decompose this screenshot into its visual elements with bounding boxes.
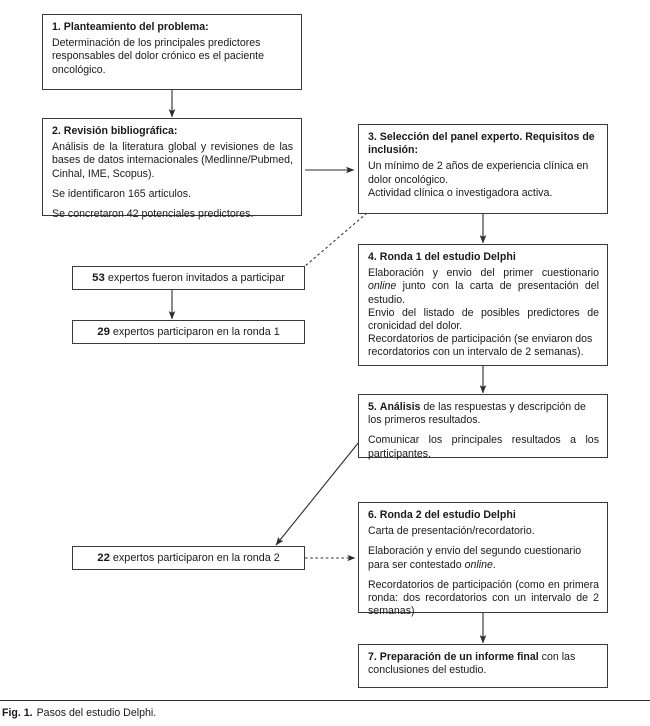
flow-box-step4: 4. Ronda 1 del estudio Delphi Elaboració… [358,244,608,366]
step7-heading: 7. Preparación de un informe final con l… [368,651,576,677]
flow-box-step6: 6. Ronda 2 del estudio Delphi Carta de p… [358,502,608,617]
step3-heading: 3. Selección del panel experto. Requisit… [368,131,595,157]
step2-heading: 2. Revisión bibliográfica: [52,125,178,137]
step2-body-3: Se concretaron 42 potenciales predictore… [52,208,254,221]
flow-box-step1: 1. Planteamiento del problema: Determina… [42,14,302,90]
connector-step3-invited [296,212,368,274]
count-round1-label: expertos participaron en la ronda 1 [112,326,280,338]
step4-body-2: Envio del listado de posibles predictore… [368,306,599,333]
count-invited-value: 53 [92,272,105,284]
figure-caption: Fig. 1.Pasos del estudio Delphi. [2,707,156,719]
count-invited-label: expertos fueron invitados a participar [107,272,285,284]
caption-divider [0,700,650,701]
step3-body-2: Actividad clínica o investigadora activa… [368,186,553,199]
count-round2-value: 22 [97,552,110,564]
step4-body-1: Elaboración y envio del primer cuestiona… [368,267,599,306]
step1-body: Determinación de los principales predict… [52,37,265,76]
step4-heading: 4. Ronda 1 del estudio Delphi [368,251,516,263]
step5-heading: 5. Análisis de las respuestas y descripc… [368,401,586,427]
flow-box-step5: 5. Análisis de las respuestas y descripc… [358,394,608,460]
step6-body-2: Elaboración y envio del segundo cuestion… [368,545,582,571]
step5-body-2: Comunicar los principales resultados a l… [368,434,599,460]
step4-body-3: Recordatorios de participación (se envia… [368,333,593,359]
caption-label: Fig. 1. [2,707,33,719]
caption-text: Pasos del estudio Delphi. [36,707,157,719]
step2-body-2: Se identificaron 165 articulos. [52,187,191,200]
step6-heading: 6. Ronda 2 del estudio Delphi [368,509,516,521]
flow-box-step7: 7. Preparación de un informe final con l… [358,644,608,688]
step6-body-1: Carta de presentación/recordatorio. [368,525,535,538]
step2-body-1: Análisis de la literatura global y revis… [52,141,293,180]
connector-step5-round2 [275,441,360,546]
step6-body-3: Recordatorios de participación (como en … [368,578,599,618]
flow-box-step2: 2. Revisión bibliográfica: Análisis de l… [42,118,302,220]
count-round2-label: expertos participaron en la ronda 2 [112,552,280,564]
flow-box-step3: 3. Selección del panel experto. Requisit… [358,124,608,214]
step3-body-1: Un mínimo de 2 años de experiencia clíni… [368,160,589,186]
step1-heading: 1. Planteamiento del problema: [52,21,209,33]
count-round1-value: 29 [97,326,110,338]
